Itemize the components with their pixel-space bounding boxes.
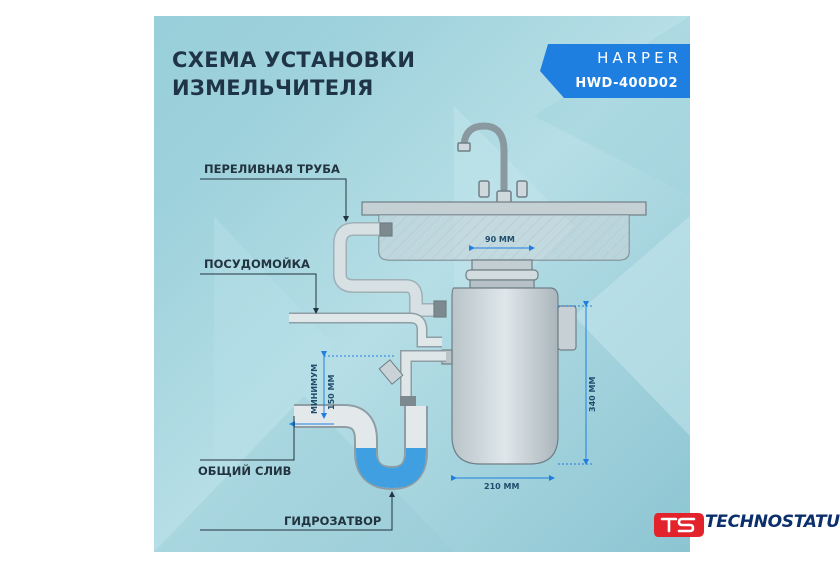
faucet [457, 122, 528, 204]
label-water-trap: ГИДРОЗАТВОР [284, 514, 382, 528]
model-number: HWD-400D02 [575, 76, 678, 91]
label-common-drain: ОБЩИЙ СЛИВ [198, 464, 292, 478]
title-line-2: ИЗМЕЛЬЧИТЕЛЯ [172, 76, 374, 100]
technostatus-logo-icon [654, 513, 704, 537]
brand-badge-bg [540, 44, 690, 98]
water-seal [356, 448, 426, 488]
grinder-unit [441, 259, 577, 465]
overflow-pipe [333, 222, 447, 318]
dim-width-210: 210 ММ [484, 482, 520, 491]
dishwasher-hose [289, 312, 442, 348]
label-overflow-pipe: ПЕРЕЛИВНАЯ ТРУБА [204, 162, 340, 176]
brand-name: HARPER [597, 49, 682, 67]
installation-diagram: СХЕМА УСТАНОВКИ ИЗМЕЛЬЧИТЕЛЯ HARPER HWD-… [154, 16, 690, 552]
sink [361, 201, 647, 261]
drain-trap [294, 350, 446, 491]
dimension-lines [289, 245, 594, 481]
title-line-1: СХЕМА УСТАНОВКИ [172, 48, 416, 72]
dim-minimum-label: МИНИМУМ [310, 363, 319, 414]
diagram-artwork [154, 16, 690, 552]
watermark-text: TECHNOSTATUS [705, 512, 840, 532]
dim-minimum-150: 150 ММ [327, 374, 336, 410]
dim-height-340: 340 ММ [588, 376, 597, 412]
leader-lines [200, 178, 395, 531]
diagram-title: СХЕМА УСТАНОВКИ ИЗМЕЛЬЧИТЕЛЯ [172, 46, 415, 102]
dim-neck-90: 90 ММ [485, 235, 515, 244]
label-dishwasher: ПОСУДОМОЙКА [204, 257, 310, 271]
